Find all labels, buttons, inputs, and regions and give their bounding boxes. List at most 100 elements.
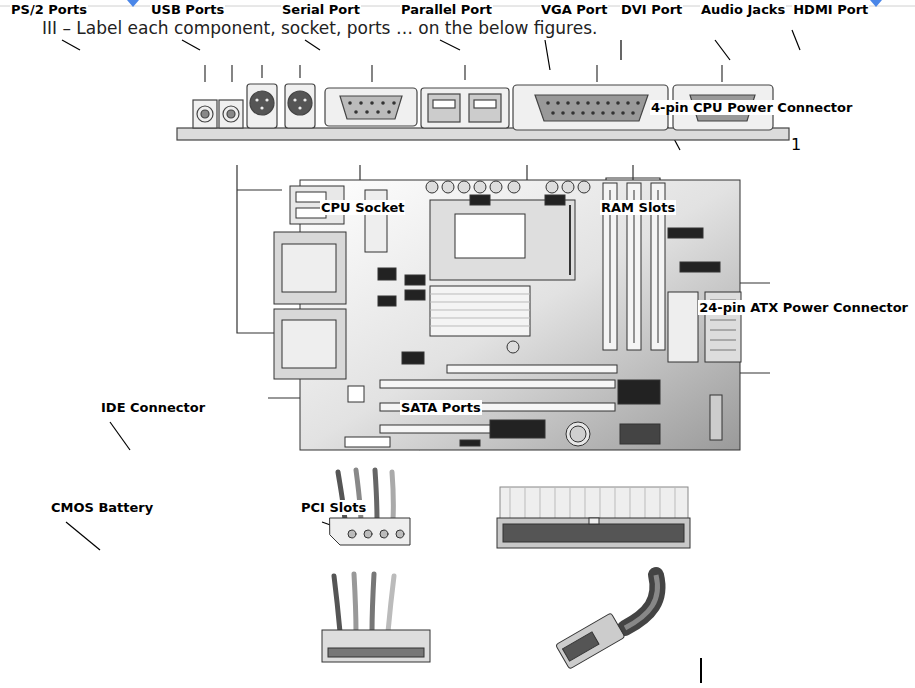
- back-panel: [265, 98, 268, 101]
- motherboard: [378, 268, 396, 280]
- connector-pins: [551, 111, 555, 115]
- back-panel: [298, 106, 301, 109]
- motherboard: [460, 440, 480, 446]
- leader-line: [182, 40, 200, 50]
- connector-pins: [546, 101, 550, 105]
- motherboard: [274, 232, 346, 304]
- ide-ribbon-cable: [500, 487, 688, 520]
- motherboard: [455, 214, 525, 258]
- ide-ribbon-cable: [570, 487, 571, 520]
- connector-pins: [556, 101, 560, 105]
- motherboard: [546, 181, 558, 193]
- ide-ribbon-cable: [510, 487, 675, 520]
- motherboard: [430, 302, 530, 303]
- motherboard: [430, 318, 530, 319]
- motherboard: [430, 294, 530, 295]
- back-panel: [193, 100, 217, 128]
- connector-pins: [381, 101, 385, 105]
- ide-ribbon-cable: [615, 487, 616, 520]
- connector-pins: [370, 101, 374, 105]
- connector-pins: [581, 111, 585, 115]
- back-panel-ticks: [721, 65, 722, 82]
- motherboard: [380, 380, 615, 388]
- motherboard: [562, 181, 574, 193]
- ruler: [127, 0, 139, 7]
- part-label: PCI Slots: [300, 500, 367, 515]
- back-panel: [303, 98, 306, 101]
- molex-connector: [364, 530, 372, 538]
- motherboard: [282, 320, 336, 368]
- part-label: 24-pin ATX Power Connector: [698, 300, 909, 315]
- motherboard: [710, 330, 736, 331]
- motherboard: [710, 320, 736, 321]
- sata-power-cable: [354, 574, 356, 632]
- motherboard: [282, 244, 336, 292]
- motherboard: [490, 181, 502, 193]
- leader-line: [110, 422, 130, 450]
- connector-pins: [571, 111, 575, 115]
- motherboard: [405, 275, 425, 285]
- motherboard: [507, 341, 519, 353]
- motherboard: [378, 296, 396, 306]
- part-label: USB Ports: [150, 2, 225, 17]
- back-panel: [433, 100, 455, 108]
- part-label: SATA Ports: [400, 400, 482, 415]
- motherboard: [430, 286, 530, 336]
- motherboard: [300, 180, 740, 450]
- part-label: DVI Port: [620, 2, 683, 17]
- ide-ribbon-cable: [630, 487, 631, 520]
- leader-line: [545, 40, 550, 70]
- back-panel: [288, 91, 312, 115]
- motherboard: [710, 340, 736, 341]
- connector-pins: [387, 110, 391, 114]
- connector-pins: [596, 101, 600, 105]
- ide-ribbon-cable: [510, 487, 511, 520]
- sata-power-cable: [334, 576, 340, 632]
- connector-pins: [392, 101, 396, 105]
- sata-data-cable: [556, 575, 658, 669]
- ide-ribbon-cable: [503, 524, 684, 542]
- motherboard: [569, 205, 571, 275]
- ide-ribbon-cable: [540, 487, 541, 520]
- motherboard: [618, 380, 660, 404]
- back-panel-ticks: [299, 65, 300, 78]
- back-panel: [227, 110, 235, 118]
- motherboard: [447, 365, 617, 373]
- back-panel-ticks: [464, 65, 465, 80]
- part-label: CPU Socket: [320, 200, 405, 215]
- back-panel: [250, 91, 274, 115]
- connector-pins: [616, 101, 620, 105]
- motherboard: [430, 310, 530, 311]
- back-panel-ticks: [596, 65, 597, 82]
- part-label: Audio Jacks: [700, 2, 786, 17]
- back-panel: [474, 100, 496, 108]
- back-panel-ticks: [204, 65, 205, 82]
- motherboard: [474, 181, 486, 193]
- motherboard: [402, 352, 424, 364]
- sata-data-cable: [625, 575, 658, 628]
- connector-pins: [561, 111, 565, 115]
- worksheet-instruction: III – Label each component, socket, port…: [42, 18, 597, 38]
- ide-ribbon-cable: [497, 487, 690, 548]
- part-label: HDMI Port: [792, 2, 869, 17]
- connector-pins: [354, 110, 358, 114]
- back-panel: [513, 85, 668, 130]
- leader-line: [66, 522, 100, 550]
- back-panel: [469, 94, 501, 122]
- motherboard: [430, 326, 530, 327]
- sata-power-cable: [322, 574, 430, 662]
- connector-pins: [566, 101, 570, 105]
- back-panel: [260, 106, 263, 109]
- connector-pins: [348, 101, 352, 105]
- back-panel: [255, 98, 258, 101]
- connector-pins: [626, 101, 630, 105]
- ide-ribbon-cable: [675, 487, 676, 520]
- back-panel-ticks: [371, 65, 372, 82]
- part-label: VGA Port: [540, 2, 608, 17]
- back-panel: [219, 100, 243, 128]
- sata-power-cable: [388, 576, 394, 632]
- connector-pins: [359, 101, 363, 105]
- molex-connector: [392, 472, 393, 520]
- leader-line: [440, 40, 460, 50]
